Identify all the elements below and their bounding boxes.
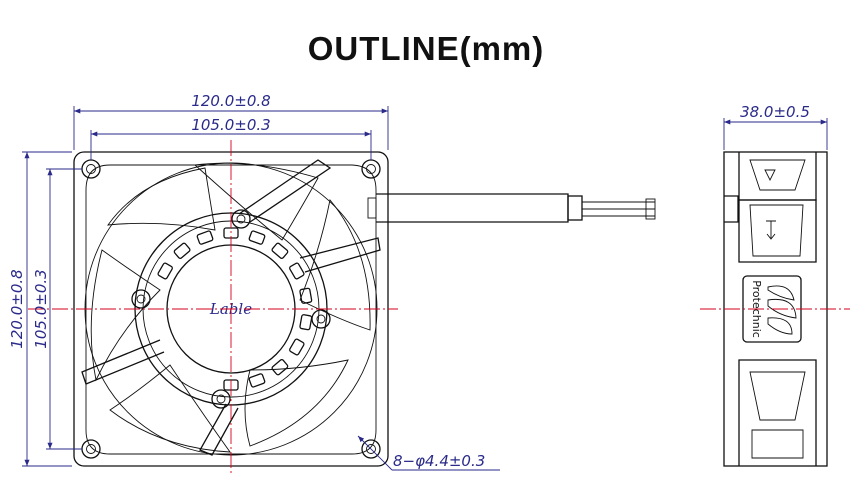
side-cable-exit [724, 195, 739, 223]
dim-hole-spacing-width-text: 105.0±0.3 [191, 116, 270, 134]
stator-coil-segment [299, 314, 313, 331]
fan-spokes [81, 159, 381, 456]
hub-boss-left-hole [136, 294, 146, 304]
hub-boss-left [131, 289, 151, 309]
hub-boss-right-hole [316, 314, 326, 324]
dim-hole-spacing-height: 105.0±0.3 [32, 168, 82, 450]
stator-coil-segment [157, 262, 173, 280]
mounting-hole-top-right [361, 159, 381, 179]
dim-overall-height-text: 120.0±0.8 [8, 269, 26, 348]
stator-coil-segment [173, 242, 191, 259]
mounting-hole-bottom-right [361, 439, 381, 459]
side-arrow-rotation [764, 169, 776, 182]
hub-boss-top-hole [236, 214, 246, 224]
stator-coil-segment [271, 242, 289, 259]
dim-depth: 38.0±0.5 [723, 103, 828, 150]
side-label-recess [749, 204, 804, 257]
hub-boss-bottom [211, 389, 231, 409]
side-brand-logo [767, 285, 797, 335]
hub-boss-right [311, 309, 331, 329]
fan-housing [85, 164, 377, 455]
side-label-area [738, 199, 817, 263]
dim-overall-width-text: 120.0±0.8 [191, 92, 270, 110]
dim-hole-spacing-height-text: 105.0±0.3 [32, 269, 50, 348]
mounting-hole-bottom-left [81, 439, 101, 459]
hub-boss-bottom-hole [216, 394, 226, 404]
hole-callout-text: 8−φ4.4±0.3 [393, 452, 485, 470]
dim-overall-height: 120.0±0.8 [8, 151, 72, 467]
side-upper-flange [738, 152, 817, 201]
dim-hole-spacing-width: 105.0±0.3 [90, 116, 372, 160]
fan-blades [90, 162, 371, 453]
side-view: Protechnic 38.0±0.5 [700, 103, 850, 467]
side-lower-slot [751, 429, 804, 459]
side-arrow-flow [766, 220, 776, 240]
front-view: Lable 120.0±0.8 [8, 92, 656, 475]
side-lower-recess [749, 371, 806, 421]
stator-coil-segment [196, 230, 214, 245]
lead-wire-cable [367, 193, 656, 223]
hub-boss-top [231, 209, 251, 229]
stator-coil-segment [248, 373, 266, 388]
side-lower-flange [738, 359, 817, 466]
stator-coil-segment [289, 338, 305, 356]
hole-callout: 8−φ4.4±0.3 [357, 435, 500, 471]
stator-coil-segment [271, 359, 289, 376]
stator-coil-segment [248, 230, 266, 245]
drawing-title: OUTLINE(mm) [307, 30, 545, 67]
dim-depth-text: 38.0±0.5 [740, 103, 810, 121]
dim-overall-width: 120.0±0.8 [73, 92, 389, 150]
stator-coil-segment [299, 287, 313, 304]
stator-coil-segment [289, 262, 305, 280]
side-upper-recess [749, 159, 806, 191]
mounting-hole-top-left [81, 159, 101, 179]
